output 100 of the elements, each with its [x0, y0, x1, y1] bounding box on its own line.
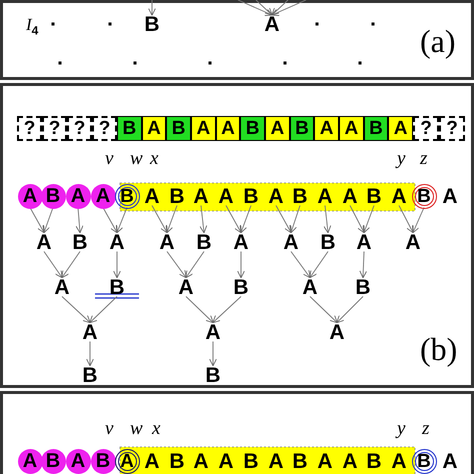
- arrow: [290, 251, 311, 278]
- position-label: w: [130, 418, 143, 438]
- sequence-letter: A: [178, 276, 194, 298]
- sequence-letter: A: [390, 450, 408, 472]
- unknown-cell: ?: [92, 116, 117, 140]
- sequence-letter: A: [82, 322, 98, 342]
- arrow: [289, 205, 300, 234]
- arrow: [362, 205, 374, 234]
- arrow: [148, 0, 156, 16]
- double-circle: B: [412, 448, 436, 474]
- sequence-letter: B: [242, 450, 260, 472]
- sequence-letter: A: [442, 450, 458, 472]
- arrow: [310, 296, 338, 324]
- sequence-letter: B: [168, 450, 186, 472]
- sequence-letter: A: [158, 232, 176, 252]
- sequence-cell: B: [117, 116, 142, 140]
- sequence-letter: A: [282, 232, 300, 252]
- letter-circle: A: [18, 184, 42, 208]
- sequence-cell: B: [240, 116, 265, 140]
- letter-circle: A: [90, 184, 116, 208]
- sequence-letter: A: [54, 276, 70, 298]
- arrow: [76, 207, 84, 234]
- unknown-cell: ?: [67, 116, 92, 140]
- arrow: [212, 296, 242, 324]
- sequence-letter: B: [320, 232, 336, 252]
- arrow: [412, 207, 424, 234]
- arrow: [113, 251, 121, 278]
- sequence-letter: A: [232, 232, 250, 252]
- sequence-letter: B: [232, 276, 250, 298]
- sequence-cell: A: [314, 116, 339, 140]
- sequence-letter: B: [292, 450, 308, 472]
- arrow: [199, 205, 208, 234]
- letter-circle: A: [66, 184, 90, 208]
- sequence-letter: B: [366, 450, 382, 472]
- arrow: [271, 0, 306, 16]
- panel-label: (a): [420, 24, 456, 57]
- arrow: [116, 207, 128, 234]
- sequence-letter: B: [108, 276, 126, 298]
- sequence-letter: B: [72, 232, 88, 252]
- sequence-cell: B: [364, 116, 388, 140]
- sequence-cell: A: [265, 116, 290, 140]
- arrow: [61, 251, 80, 278]
- arrow: [166, 205, 178, 234]
- arrow: [44, 251, 63, 278]
- unknown-cell: ?: [17, 116, 42, 140]
- sequence-letter: A: [144, 186, 160, 206]
- arrow: [42, 207, 54, 234]
- sequence-letter: A: [390, 186, 408, 206]
- position-label: z: [420, 148, 428, 168]
- sequence-letter: A: [192, 450, 210, 472]
- position-label: z: [422, 418, 430, 438]
- sequence-letter: A: [218, 186, 234, 206]
- position-label: v: [105, 418, 114, 438]
- arrow: [102, 207, 118, 234]
- sequence-letter: B: [168, 186, 186, 206]
- sequence-letter: B: [242, 186, 260, 206]
- arrow: [209, 341, 217, 366]
- position-label: x: [150, 148, 158, 168]
- sequence-letter: B: [204, 364, 222, 386]
- arrow: [271, 0, 288, 16]
- arrow: [62, 296, 91, 324]
- position-label: y: [397, 418, 406, 438]
- sequence-letter: A: [264, 14, 280, 34]
- sequence-letter: A: [302, 276, 318, 298]
- sequence-cell: B: [166, 116, 191, 140]
- arrow: [166, 251, 187, 278]
- letter-circle: B: [90, 448, 116, 474]
- sequence-letter: B: [82, 364, 98, 386]
- sequence-letter: B: [292, 186, 308, 206]
- sequence-cell: A: [191, 116, 216, 140]
- sequence-letter: A: [316, 186, 334, 206]
- arrow: [309, 251, 328, 278]
- sequence-letter: B: [196, 232, 212, 252]
- sequence-letter: A: [404, 232, 422, 252]
- double-circle: A: [114, 448, 140, 474]
- letter-circle: B: [40, 448, 66, 474]
- sequence-letter: A: [316, 450, 334, 472]
- sequence-letter: A: [144, 450, 160, 472]
- position-label: v: [105, 148, 114, 168]
- sequence-letter: A: [342, 450, 358, 472]
- sequence-cell: A: [339, 116, 364, 140]
- sequence-letter: B: [366, 186, 382, 206]
- arrow: [186, 296, 214, 324]
- double-circle: B: [114, 184, 140, 208]
- sequence-cell: A: [216, 116, 240, 140]
- arrow: [86, 341, 94, 366]
- letter-circle: A: [18, 448, 42, 474]
- unknown-cell: ?: [413, 116, 439, 140]
- panel-label: (b): [420, 332, 458, 365]
- arrow: [240, 205, 252, 234]
- sequence-cell: A: [388, 116, 413, 140]
- sequence-letter: A: [192, 186, 210, 206]
- sequence-letter: A: [342, 186, 358, 206]
- sequence-letter: B: [354, 276, 372, 298]
- position-label: w: [130, 148, 143, 168]
- sequence-letter: A: [356, 232, 372, 252]
- arrow: [185, 251, 204, 278]
- sequence-cell: B: [290, 116, 314, 140]
- arrow: [323, 205, 332, 234]
- sequence-letter: A: [36, 232, 52, 252]
